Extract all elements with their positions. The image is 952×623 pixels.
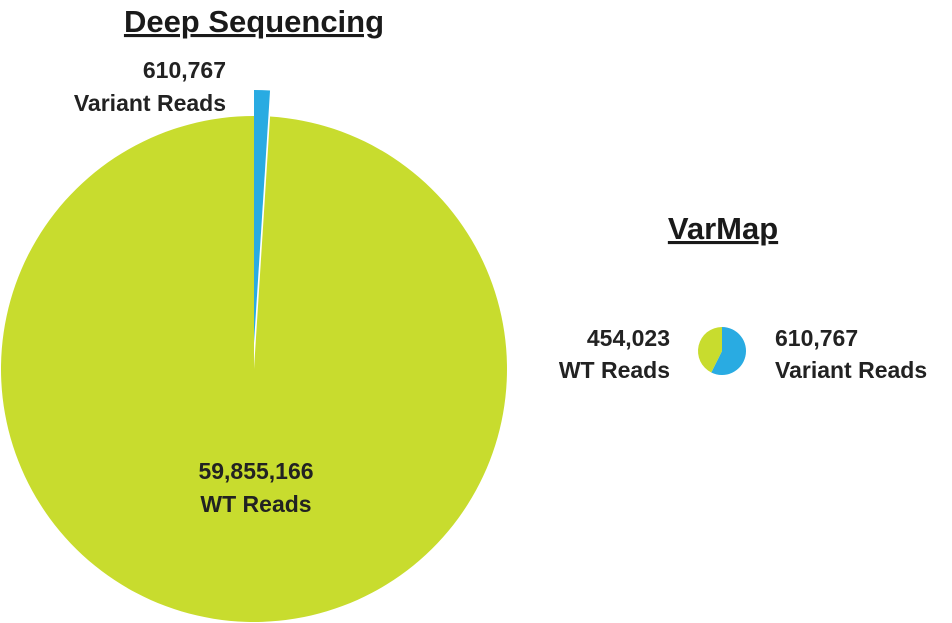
varmap-slice-variant-reads	[711, 327, 747, 375]
deep-seq-variant-value-label: 610,767	[143, 57, 226, 83]
varmap-slice-wt-reads	[697, 327, 722, 373]
deep-seq-variant-name-label: Variant Reads	[74, 90, 226, 116]
deep-seq-slice-wt-reads	[1, 116, 508, 623]
deep-sequencing-title: Deep Sequencing	[124, 4, 384, 39]
deep-sequencing-chart: Deep Sequencing 610,767 Variant Reads 59…	[1, 4, 508, 623]
varmap-wt-value-label: 454,023	[587, 325, 670, 351]
deep-sequencing-pie	[1, 90, 508, 623]
varmap-variant-name-label: Variant Reads	[775, 357, 927, 383]
deep-seq-slice-variant-reads	[254, 90, 271, 343]
varmap-title: VarMap	[668, 211, 778, 246]
varmap-pie	[697, 327, 747, 375]
deep-seq-wt-name-label: WT Reads	[200, 491, 311, 517]
varmap-wt-name-label: WT Reads	[559, 357, 670, 383]
varmap-chart: VarMap 454,023 WT Reads 610,767 Variant …	[559, 211, 927, 383]
varmap-variant-value-label: 610,767	[775, 325, 858, 351]
deep-seq-wt-value-label: 59,855,166	[198, 458, 313, 484]
